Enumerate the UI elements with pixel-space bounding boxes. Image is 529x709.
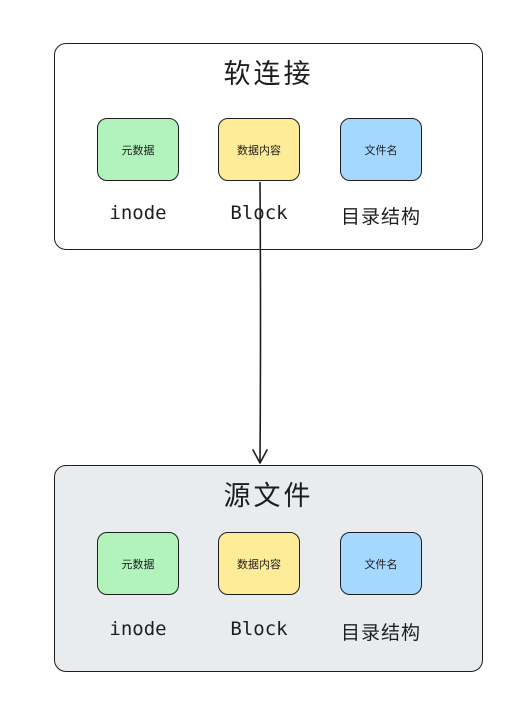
bottom-metadata-box: 元数据: [97, 532, 179, 595]
top-dir-structure-label: 目录结构: [340, 206, 421, 228]
link-arrow-head: [252, 449, 268, 464]
top-inode-label: inode: [109, 202, 167, 224]
source-file-title: 源文件: [223, 481, 314, 512]
top-metadata-box: 元数据: [97, 118, 179, 181]
bottom-filename-box: 文件名: [340, 532, 422, 595]
soft-link-title: 软连接: [223, 59, 314, 90]
top-block-label: Block: [230, 202, 288, 224]
bottom-filename-text: 文件名: [364, 557, 398, 571]
top-metadata-text: 元数据: [121, 143, 155, 157]
top-filename-box: 文件名: [340, 118, 422, 181]
bottom-data-content-text: 数据内容: [237, 557, 281, 571]
bottom-block-label: Block: [230, 618, 288, 640]
source-file-panel: 源文件 元数据 数据内容 文件名 inode Block 目录结构: [54, 465, 483, 672]
top-filename-text: 文件名: [364, 143, 398, 157]
bottom-dir-structure-label: 目录结构: [340, 622, 421, 644]
top-data-content-box: 数据内容: [218, 118, 300, 181]
soft-link-panel: 软连接 元数据 数据内容 文件名 inode Block 目录结构: [54, 43, 483, 250]
bottom-data-content-box: 数据内容: [218, 532, 300, 595]
top-data-content-text: 数据内容: [237, 143, 281, 157]
bottom-metadata-text: 元数据: [121, 557, 155, 571]
bottom-inode-label: inode: [109, 618, 167, 640]
